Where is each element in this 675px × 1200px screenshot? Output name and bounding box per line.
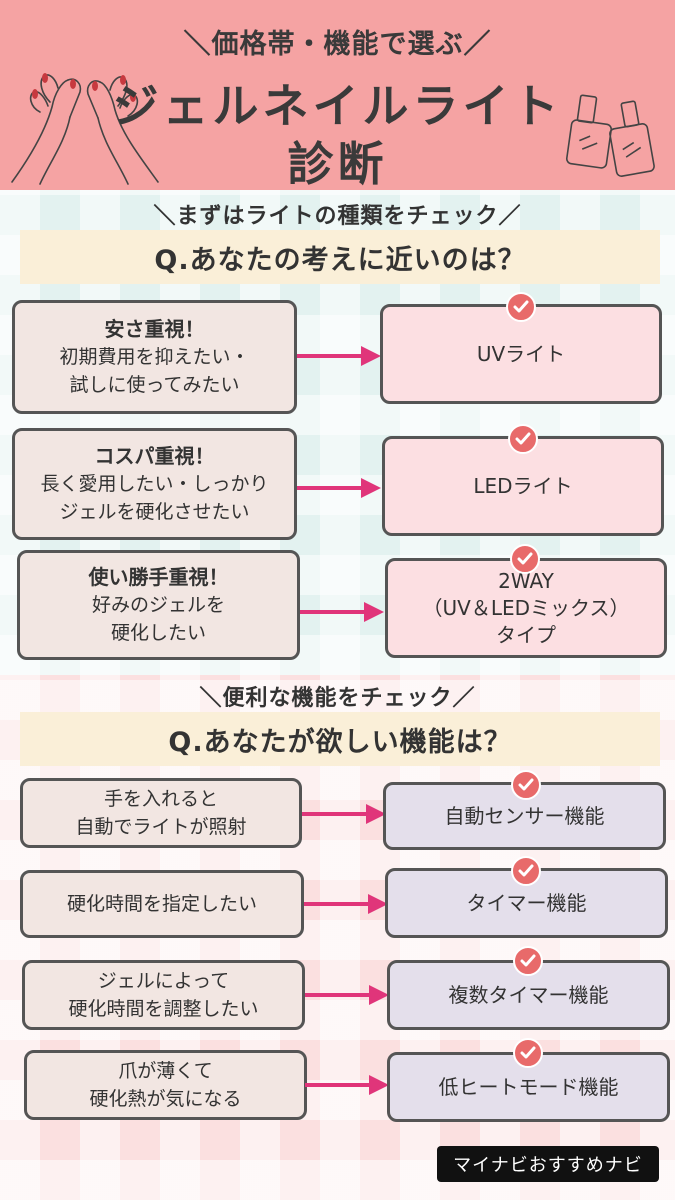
- option-text: 初期費用を抑えたい・: [59, 346, 250, 368]
- arrow-right-icon: [302, 804, 386, 824]
- need-text: 硬化時間を指定したい: [66, 893, 257, 915]
- result-label: （UV＆LEDミックス）: [422, 595, 630, 620]
- need-text: 手を入れると: [103, 788, 218, 810]
- option-text: ジェルを硬化させたい: [59, 501, 250, 523]
- subtitle: ＼価格帯・機能で選ぶ／: [183, 29, 492, 60]
- result-2way-light: 2WAY （UV＆LEDミックス） タイプ: [385, 558, 667, 658]
- check-icon: [511, 856, 541, 886]
- result-label: UVライト: [476, 342, 566, 366]
- option-text: 長く愛用したい・しっかり: [40, 473, 269, 495]
- section2-heading: ＼便利な機能をチェック／: [199, 686, 476, 711]
- section1-question: Q.あなたの考えに近いのは？: [20, 230, 660, 284]
- result-label: LEDライト: [473, 474, 573, 498]
- check-icon: [513, 1038, 543, 1068]
- check-icon: [508, 424, 538, 454]
- result-label: タイプ: [496, 622, 556, 647]
- check-icon: [506, 292, 536, 322]
- need-low-heat: 爪が薄くて 硬化熱が気になる: [24, 1050, 307, 1120]
- need-text: ジェルによって: [97, 970, 230, 992]
- need-text: 硬化熱が気になる: [89, 1088, 242, 1110]
- feature-label: 複数タイマー機能: [448, 983, 609, 1007]
- page-title-line2: 診断: [287, 137, 388, 191]
- arrow-right-icon: [305, 985, 389, 1005]
- need-multi-timer: ジェルによって 硬化時間を調整したい: [22, 960, 305, 1030]
- option-text: 好みのジェルを: [91, 594, 225, 616]
- check-icon: [511, 770, 541, 800]
- arrow-right-icon: [297, 346, 381, 366]
- feature-label: 自動センサー機能: [444, 804, 605, 828]
- arrow-right-icon: [304, 894, 388, 914]
- section1-heading: ＼まずはライトの種類をチェック／: [153, 204, 522, 229]
- option-usability: 使い勝手重視！ 好みのジェルを 硬化したい: [17, 550, 300, 660]
- need-text: 硬化時間を調整したい: [68, 998, 259, 1020]
- need-text: 自動でライトが照射: [75, 816, 247, 838]
- need-timer: 硬化時間を指定したい: [20, 870, 304, 938]
- option-text: 試しに使ってみたい: [69, 374, 240, 396]
- option-label: 使い勝手重視！: [88, 565, 229, 589]
- brand-badge: マイナビおすすめナビ: [437, 1146, 659, 1182]
- section2-question: Q.あなたが欲しい機能は？: [20, 712, 660, 766]
- arrow-right-icon: [297, 478, 381, 498]
- feature-label: タイマー機能: [466, 891, 587, 915]
- option-cost-performance: コスパ重視！ 長く愛用したい・しっかり ジェルを硬化させたい: [12, 428, 297, 540]
- option-cheap: 安さ重視！ 初期費用を抑えたい・ 試しに使ってみたい: [12, 300, 297, 414]
- need-text: 爪が薄くて: [118, 1060, 213, 1082]
- arrow-right-icon: [305, 1075, 389, 1095]
- page-title-line1: ジェルネイルライト: [112, 79, 563, 133]
- option-text: 硬化したい: [110, 622, 206, 644]
- hands-pinky-promise-illustration: [11, 73, 159, 185]
- arrow-right-icon: [300, 602, 384, 622]
- check-icon: [513, 946, 543, 976]
- header-banner: [0, 0, 675, 190]
- need-auto-sensor: 手を入れると 自動でライトが照射: [20, 778, 302, 848]
- nail-polish-bottles-illustration: [565, 94, 655, 177]
- result-led-light: LEDライト: [382, 436, 664, 536]
- feature-label: 低ヒートモード機能: [438, 1075, 619, 1099]
- option-label: コスパ重視！: [94, 444, 215, 468]
- option-label: 安さ重視！: [104, 317, 205, 341]
- check-icon: [510, 544, 540, 574]
